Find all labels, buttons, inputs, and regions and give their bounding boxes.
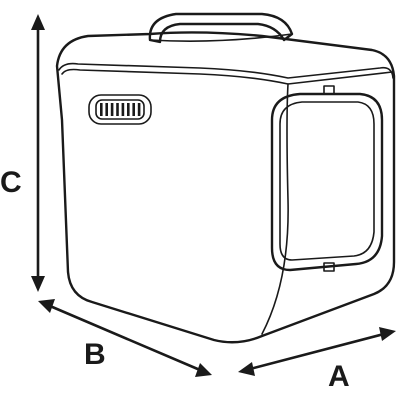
cat-flap-door <box>270 85 384 272</box>
vent-slot <box>100 103 103 116</box>
vent-slot <box>110 103 114 116</box>
vent-slot <box>105 103 108 116</box>
door-hinge-top <box>323 85 335 95</box>
vent-slot <box>137 103 141 116</box>
door-hinge-bottom <box>323 262 335 272</box>
dimension-a: A <box>238 327 396 393</box>
dimension-b-arrow-left <box>38 299 55 313</box>
dimension-c-label: C <box>0 166 22 199</box>
dimension-a-arrow-left <box>238 362 255 376</box>
dimension-a-arrow-right <box>379 327 396 341</box>
carry-handle <box>148 12 294 44</box>
vent-slot <box>116 103 119 116</box>
dimension-c-arrow-top <box>31 14 45 30</box>
litter-box-drawing <box>55 12 396 344</box>
handle-base <box>149 33 293 42</box>
lid-seam <box>58 62 394 79</box>
dimension-b: B <box>38 299 212 377</box>
corner-edge <box>261 83 289 335</box>
dimension-c: C <box>0 14 45 292</box>
dimension-a-label: A <box>328 360 350 393</box>
vent-slot <box>121 103 125 116</box>
vent-grille <box>88 94 152 125</box>
vent-slot <box>132 103 135 116</box>
box-body-outline <box>55 31 396 344</box>
vent-slot <box>127 103 130 116</box>
dimension-b-label: B <box>84 338 106 371</box>
dimension-b-arrow-right <box>195 363 212 377</box>
lid-seam-inner <box>61 68 393 85</box>
dimension-c-arrow-bottom <box>31 276 45 292</box>
